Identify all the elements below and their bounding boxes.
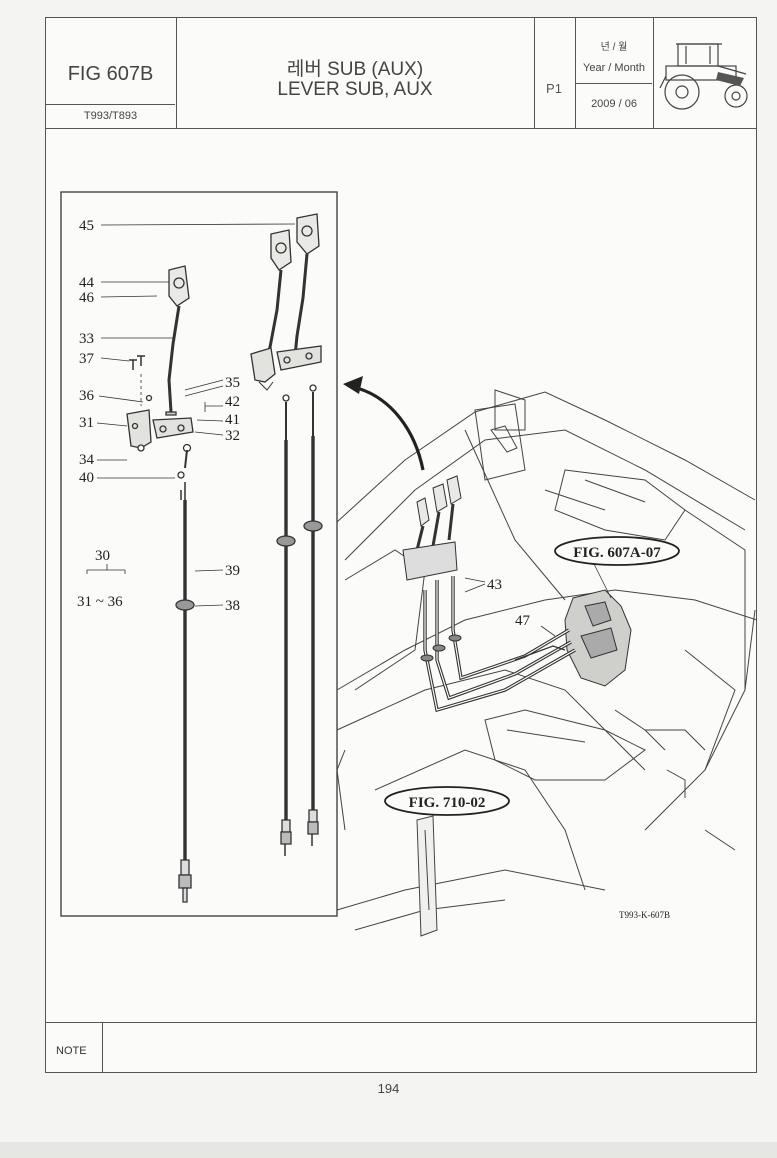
model-number: T993/T893 bbox=[83, 110, 138, 122]
callout-35: 35 bbox=[225, 375, 240, 391]
detail-frame bbox=[60, 191, 338, 917]
fig-607a-ref: FIG. 607A-07 bbox=[573, 545, 661, 561]
page-code-cell bbox=[535, 18, 576, 128]
exploded-parts-diagram: 45 44 46 33 37 35 36 42 31 41 32 34 40 3… bbox=[60, 191, 757, 937]
callout-30: 30 bbox=[95, 548, 110, 564]
page-number: 194 bbox=[377, 1081, 400, 1096]
note-label: NOTE bbox=[56, 1045, 87, 1057]
year-month-divider bbox=[576, 83, 652, 84]
double-lever-assembly bbox=[250, 213, 323, 856]
scan-edge bbox=[0, 1142, 777, 1158]
callout-47: 47 bbox=[515, 613, 531, 629]
callout-46: 46 bbox=[79, 290, 95, 306]
callout-34: 34 bbox=[79, 452, 95, 468]
valve-block bbox=[564, 589, 632, 687]
callout-37: 37 bbox=[79, 351, 95, 367]
page-code: P1 bbox=[546, 81, 562, 96]
cab-leader-lines bbox=[464, 561, 612, 637]
year-month-label-korean: 년 / 월 bbox=[600, 42, 628, 53]
issue-date: 2009 / 06 bbox=[591, 98, 637, 110]
title-korean: 레버 SUB (AUX) bbox=[286, 59, 424, 80]
title-cell bbox=[177, 18, 535, 128]
tractor-cab-illustration bbox=[336, 389, 757, 937]
fig-cell-divider bbox=[46, 104, 175, 105]
cab-lever-cables bbox=[402, 475, 576, 713]
leader-lines bbox=[86, 223, 296, 607]
callout-31: 31 bbox=[79, 415, 94, 431]
drawing-code: T993-K-607B bbox=[619, 910, 670, 920]
callout-43: 43 bbox=[487, 577, 502, 593]
fig-number: FIG 607B bbox=[67, 63, 154, 85]
callout-38: 38 bbox=[225, 598, 240, 614]
fig-number-cell bbox=[46, 18, 177, 128]
year-month-label: Year / Month bbox=[583, 62, 645, 74]
callout-31-36: 31 ~ 36 bbox=[77, 594, 123, 610]
year-month-cell bbox=[576, 18, 654, 128]
callout-33: 33 bbox=[79, 331, 94, 347]
tractor-thumbnail-icon bbox=[659, 43, 748, 110]
fig-607a-ref-oval bbox=[554, 536, 680, 566]
note-row: NOTE bbox=[46, 1022, 756, 1074]
fig-710-ref: FIG. 710-02 bbox=[409, 795, 486, 811]
callout-32: 32 bbox=[225, 428, 240, 444]
header-divider bbox=[46, 128, 756, 129]
callout-36: 36 bbox=[79, 388, 95, 404]
callout-39: 39 bbox=[225, 563, 240, 579]
curved-arrow-head-icon bbox=[343, 376, 363, 394]
curved-arrow-line bbox=[356, 386, 425, 471]
callout-41: 41 bbox=[225, 412, 240, 428]
note-divider bbox=[102, 1023, 103, 1073]
callout-42: 42 bbox=[225, 394, 240, 410]
callout-40: 40 bbox=[79, 470, 94, 486]
title-english: LEVER SUB, AUX bbox=[277, 79, 433, 100]
callout-45: 45 bbox=[79, 218, 94, 234]
single-lever-assembly bbox=[126, 265, 195, 903]
callout-44: 44 bbox=[79, 275, 95, 291]
fig-710-ref-oval bbox=[384, 786, 510, 816]
